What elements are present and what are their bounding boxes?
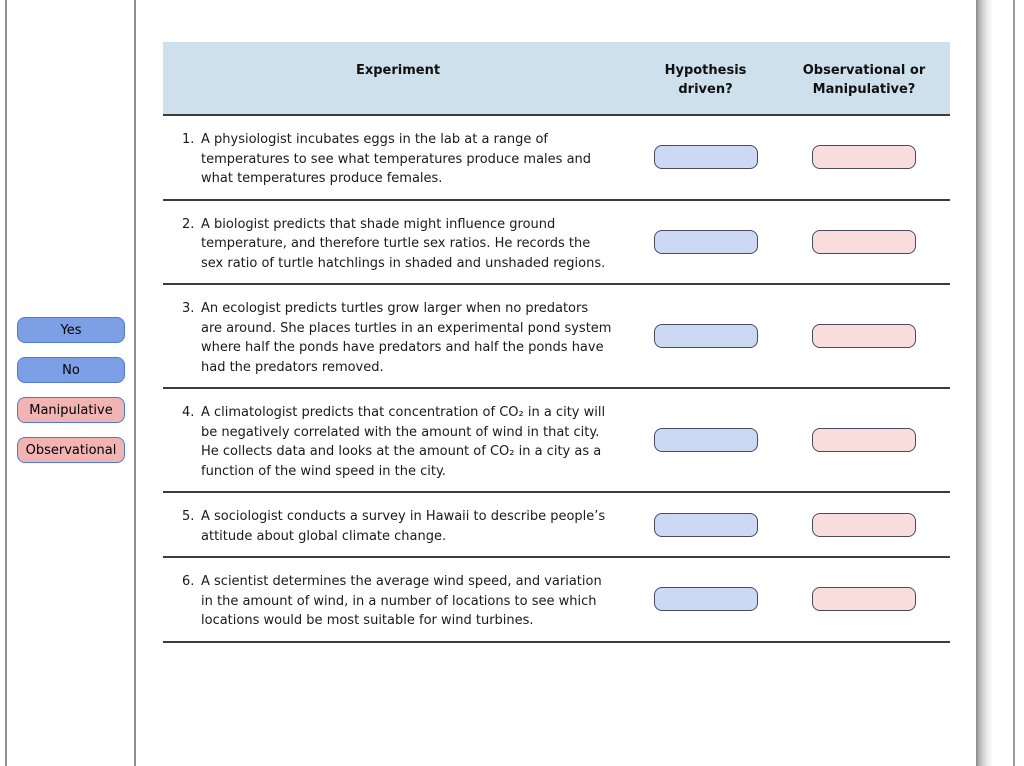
experiment-row-3: 3. An ecologist predicts turtles grow la… (163, 285, 950, 389)
experiment-number: 3. (182, 301, 195, 316)
chip-yes[interactable]: Yes (17, 317, 125, 343)
experiment-number: 6. (182, 574, 195, 589)
page-edge-shadow (976, 0, 993, 766)
observational-cell (778, 587, 950, 612)
hypothesis-dropzone-4[interactable] (653, 428, 758, 452)
experiment-number: 1. (182, 132, 195, 147)
experiment-number: 5. (182, 509, 195, 524)
experiment-row-5: 5. A sociologist conducts a survey in Ha… (163, 493, 950, 558)
experiments-table: Experiment Hypothesis driven? Observatio… (163, 42, 950, 643)
experiment-description: 3. An ecologist predicts turtles grow la… (163, 285, 633, 387)
hypothesis-dropzone-2[interactable] (653, 229, 758, 254)
experiment-description: 1. A physiologist incubates eggs in the … (163, 116, 633, 199)
experiment-description: 5. A sociologist conducts a survey in Ha… (163, 493, 633, 556)
observational-dropzone-3[interactable] (812, 324, 916, 348)
experiment-text: A sociologist conducts a survey in Hawai… (201, 509, 606, 544)
experiment-number: 2. (182, 216, 195, 232)
header-observational-label: Observational or Manipulative? (802, 63, 926, 97)
hypothesis-cell (633, 145, 778, 170)
hypothesis-cell (633, 229, 778, 254)
observational-dropzone-2[interactable] (812, 229, 916, 254)
header-hypothesis-driven: Hypothesis driven? (633, 42, 778, 114)
hypothesis-cell (633, 512, 778, 537)
header-experiment: Experiment (163, 42, 633, 114)
hypothesis-cell (633, 428, 778, 452)
experiment-row-1: 1. A physiologist incubates eggs in the … (163, 116, 950, 201)
observational-dropzone-5[interactable] (812, 512, 916, 537)
experiment-text: A climatologist predicts that concentrat… (201, 405, 606, 479)
observational-dropzone-1[interactable] (812, 145, 916, 170)
answer-chips-panel: Yes No Manipulative Observational (17, 317, 125, 463)
hypothesis-dropzone-1[interactable] (653, 145, 758, 170)
left-frame-border (5, 0, 7, 766)
experiment-row-4: 4. A climatologist predicts that concent… (163, 389, 950, 493)
observational-dropzone-4[interactable] (812, 428, 916, 452)
header-experiment-label: Experiment (355, 63, 441, 78)
header-observational-manipulative: Observational or Manipulative? (778, 42, 950, 114)
chip-panel-divider (134, 0, 136, 766)
experiment-description: 4. A climatologist predicts that concent… (163, 389, 633, 491)
hypothesis-cell (633, 324, 778, 348)
chip-no[interactable]: No (17, 357, 125, 383)
experiment-text: An ecologist predicts turtles grow large… (201, 301, 612, 375)
experiment-text: A physiologist incubates eggs in the lab… (201, 132, 592, 186)
hypothesis-dropzone-6[interactable] (653, 587, 758, 612)
chip-observational[interactable]: Observational (17, 437, 125, 463)
hypothesis-dropzone-3[interactable] (653, 324, 758, 348)
experiment-row-2: 2. A biologist predicts that shade might… (163, 201, 950, 285)
hypothesis-cell (633, 587, 778, 612)
right-frame-border (1013, 0, 1015, 766)
experiment-text: A biologist predicts that shade might in… (201, 216, 606, 271)
observational-cell (778, 428, 950, 452)
experiment-description: 2. A biologist predicts that shade might… (163, 201, 633, 284)
chip-manipulative[interactable]: Manipulative (17, 397, 125, 423)
experiment-text: A scientist determines the average wind … (201, 574, 602, 628)
observational-cell (778, 145, 950, 170)
table-header-row: Experiment Hypothesis driven? Observatio… (163, 42, 950, 116)
header-hypothesis-label: Hypothesis driven? (664, 63, 747, 97)
observational-cell (778, 324, 950, 348)
experiment-number: 4. (182, 405, 195, 420)
observational-cell (778, 229, 950, 254)
hypothesis-dropzone-5[interactable] (653, 512, 758, 537)
observational-cell (778, 512, 950, 537)
experiment-row-6: 6. A scientist determines the average wi… (163, 558, 950, 643)
observational-dropzone-6[interactable] (812, 587, 916, 612)
experiment-description: 6. A scientist determines the average wi… (163, 558, 633, 641)
